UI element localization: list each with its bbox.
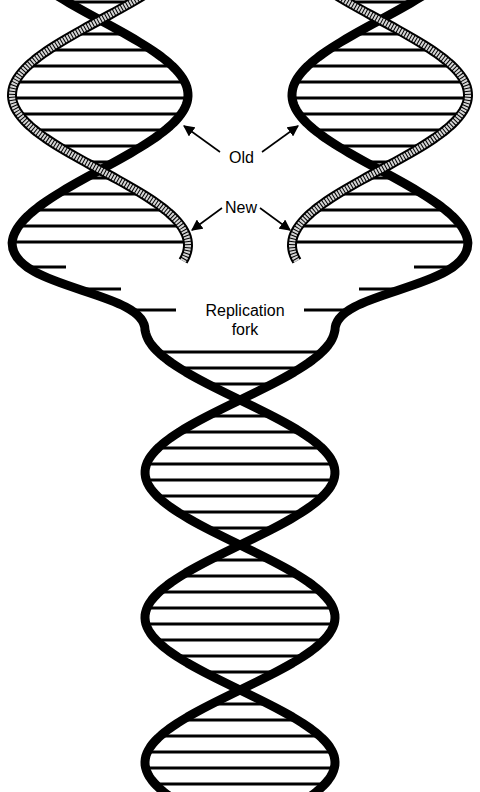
base-pair: [155, 783, 325, 786]
base-pair: [28, 65, 173, 68]
unpaired-base: [136, 309, 176, 312]
new-strand-outline: [12, 0, 188, 261]
base-pair: [35, 209, 166, 212]
old-strand: [12, 0, 335, 792]
base-pair: [295, 81, 465, 84]
base-pair: [48, 49, 151, 52]
base-pair: [158, 447, 322, 450]
base-pair: [146, 767, 335, 770]
base-pair: [19, 225, 181, 228]
new-strand-outline: [292, 0, 468, 261]
base-pair: [292, 241, 468, 244]
base-pair: [299, 225, 461, 228]
base-pair: [147, 607, 333, 610]
base-pair: [159, 591, 321, 594]
text-label: Replication fork: [195, 301, 295, 339]
base-pair: [157, 495, 323, 498]
base-pair: [160, 735, 320, 738]
base-pair: [181, 575, 299, 578]
base-pair: [19, 113, 181, 116]
base-pair: [292, 97, 468, 100]
base-pair: [58, 193, 143, 196]
new-strand: [292, 0, 468, 261]
leader-arrow: [260, 208, 290, 230]
base-pair: [338, 145, 423, 148]
base-pair: [146, 479, 333, 482]
base-pair: [299, 113, 461, 116]
base-pairs: [12, 2, 468, 784]
base-pair: [35, 129, 166, 132]
leader-arrow: [192, 208, 222, 230]
leader-arrow: [184, 126, 220, 152]
base-pair: [156, 639, 324, 642]
base-pair: [179, 431, 300, 434]
new-strand: [12, 0, 188, 261]
base-pair: [58, 145, 143, 148]
unpaired-base: [304, 309, 344, 312]
base-pair: [328, 49, 431, 52]
dna-strands: [12, 0, 468, 792]
base-pair: [15, 81, 185, 84]
leader-arrow: [262, 126, 298, 152]
base-pair: [146, 623, 334, 626]
base-pair: [12, 97, 188, 100]
base-pair: [338, 193, 423, 196]
text-label: New: [223, 198, 259, 217]
text-label: Old: [227, 148, 256, 167]
base-pair: [179, 367, 300, 370]
base-pair: [176, 655, 304, 658]
base-pair: [147, 463, 334, 466]
base-pair: [158, 351, 322, 354]
base-pair: [183, 719, 298, 722]
base-pair: [147, 751, 332, 754]
base-pair: [315, 209, 446, 212]
base-pair: [308, 65, 453, 68]
base-pair: [315, 129, 446, 132]
base-pair: [178, 511, 303, 514]
old-strand: [145, 0, 468, 792]
leader-arrows: [184, 126, 298, 230]
base-pair: [12, 241, 188, 244]
